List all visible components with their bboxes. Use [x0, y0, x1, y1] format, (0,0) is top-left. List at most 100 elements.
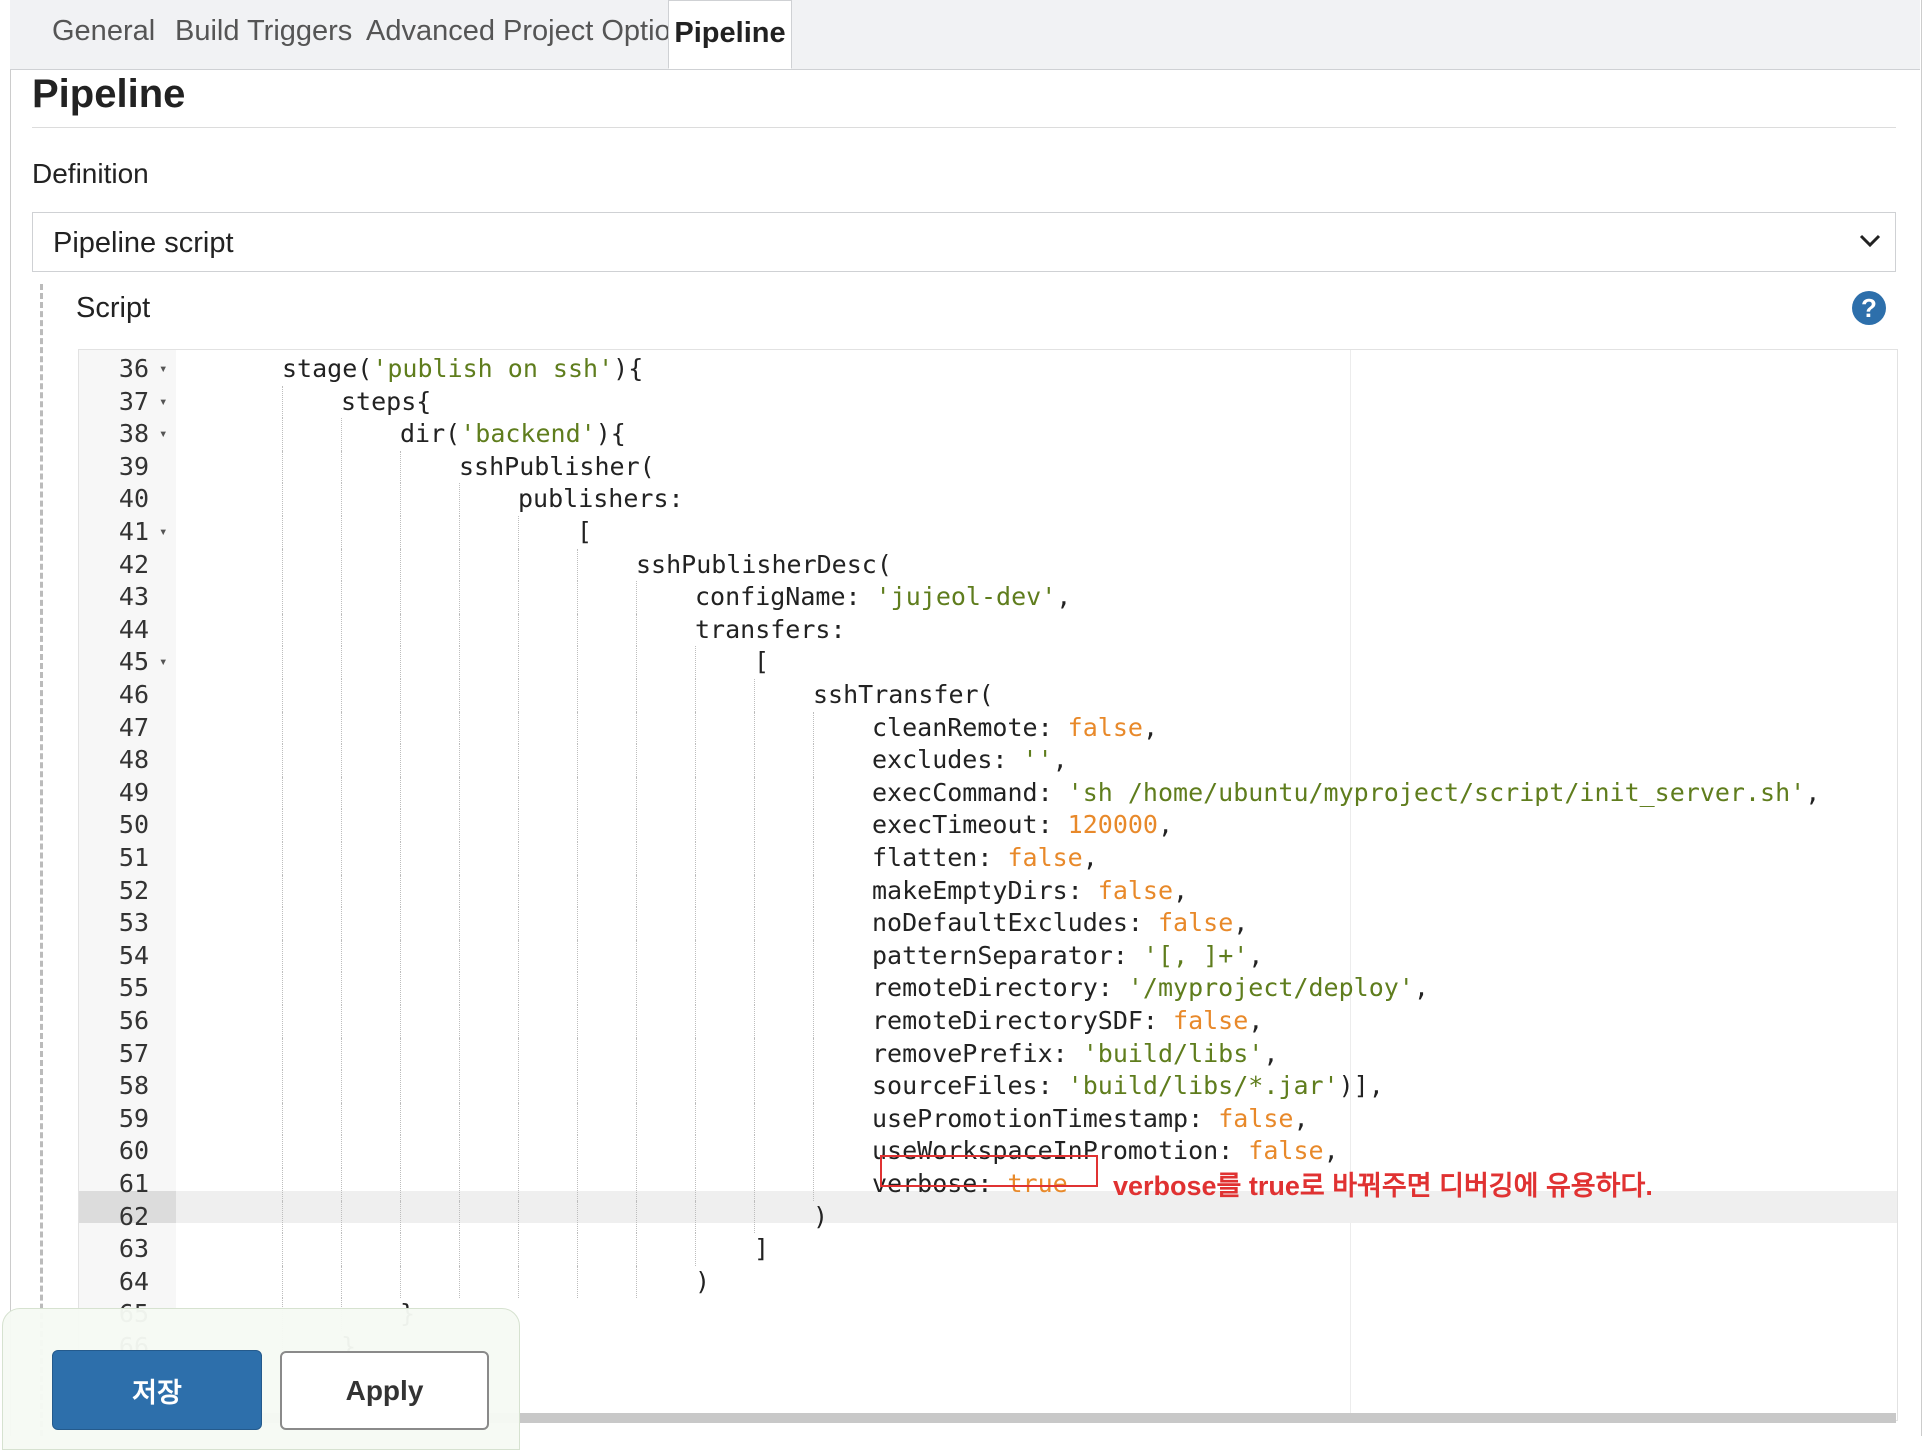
code-line[interactable]: 40 publishers:: [79, 483, 1897, 516]
indent-guide: [695, 1233, 696, 1266]
code-token: transfers:: [695, 614, 846, 644]
line-number: 52: [118, 875, 149, 905]
fold-arrow-icon[interactable]: ▾: [159, 524, 168, 540]
indent-guide: [813, 1168, 814, 1201]
indent-guide: [577, 907, 578, 940]
line-text: sshPublisher(: [459, 451, 655, 483]
fold-arrow-icon[interactable]: ▾: [159, 393, 168, 410]
indent-guide: [341, 1168, 342, 1201]
indent-guide: [813, 744, 814, 777]
indent-guide: [518, 1135, 519, 1168]
code-line[interactable]: 41▾[: [79, 516, 1897, 549]
line-number: 39: [118, 451, 149, 481]
indent-guide: [695, 679, 696, 712]
code-token: ): [695, 1266, 711, 1296]
indent-guide: [636, 679, 637, 712]
indent-guide: [400, 450, 401, 484]
indent-guide: [282, 418, 283, 451]
indent-guide: [459, 1200, 460, 1234]
indent-guide: [400, 613, 401, 647]
code-line[interactable]: 64): [79, 1265, 1897, 1299]
active-line-gutter: [79, 1191, 176, 1223]
indent-guide: [577, 1233, 578, 1266]
code-line[interactable]: 38▾dir('backend'){: [79, 418, 1897, 451]
fold-arrow-icon[interactable]: ▾: [159, 361, 168, 377]
question-mark-icon[interactable]: ?: [1852, 291, 1886, 325]
code-line[interactable]: 37▾steps{: [79, 385, 1897, 419]
indent-guide: [577, 939, 578, 973]
definition-select-value: Pipeline script: [53, 227, 234, 259]
indent-guide: [400, 874, 401, 908]
code-line[interactable]: 62): [79, 1200, 1897, 1234]
code-token: ,: [1248, 1006, 1264, 1035]
indent-guide: [636, 1168, 637, 1201]
indent-guide: [459, 1168, 460, 1201]
indent-guide: [813, 711, 814, 745]
indent-guide: [282, 516, 283, 549]
code-token: publishers:: [518, 484, 684, 514]
indent-guide: [459, 548, 460, 582]
indent-guide: [341, 1265, 342, 1299]
indent-guide: [695, 874, 696, 908]
indent-guide: [577, 613, 578, 647]
annotation-text: verbose를 true로 바꿔주면 디버깅에 유용하다.: [1113, 1171, 1653, 1201]
tab-pipeline[interactable]: Pipeline: [668, 0, 792, 69]
code-line[interactable]: 39 sshPublisher(: [79, 450, 1897, 484]
horizontal-scrollbar[interactable]: [78, 1413, 1896, 1423]
script-editor[interactable]: 36▾stage('publish on ssh'){37▾steps{38▾d…: [78, 349, 1898, 1421]
line-text: ): [813, 1201, 828, 1233]
code-line[interactable]: 63]: [79, 1233, 1897, 1266]
code-line[interactable]: 36▾stage('publish on ssh'){: [79, 353, 1897, 385]
indent-guide: [282, 1102, 283, 1136]
tab-advanced-project-options[interactable]: Advanced Project Options: [366, 15, 702, 47]
code-token: stage(: [282, 354, 373, 383]
indent-guide: [518, 711, 519, 745]
tab-general[interactable]: General: [52, 15, 156, 47]
line-number: 38: [118, 419, 149, 449]
line-text: noDefaultExcludes: false,: [872, 907, 1248, 939]
definition-select[interactable]: Pipeline script: [32, 212, 1896, 272]
indent-guide: [577, 1168, 578, 1201]
indent-guide: [518, 907, 519, 940]
line-number: 54: [118, 940, 149, 970]
indent-guide: [577, 1005, 578, 1038]
indent-guide: [459, 809, 460, 842]
code-line[interactable]: 45▾[: [79, 646, 1897, 679]
apply-button[interactable]: Apply: [280, 1351, 489, 1430]
active-line-highlight: [79, 1191, 1897, 1223]
line-number: 40: [118, 484, 149, 514]
indent-guide: [282, 1135, 283, 1168]
indent-guide: [577, 679, 578, 712]
indent-guide: [518, 646, 519, 679]
indent-guide: [341, 972, 342, 1005]
indent-guide: [459, 776, 460, 810]
string-token: 'backend': [460, 419, 596, 449]
indent-guide: [813, 1102, 814, 1136]
tab-build-triggers[interactable]: Build Triggers: [175, 15, 353, 47]
indent-guide: [518, 809, 519, 842]
editor-gutter: [79, 350, 176, 1420]
fold-arrow-icon[interactable]: ▾: [159, 654, 168, 671]
indent-guide: [341, 1005, 342, 1038]
fold-arrow-icon[interactable]: ▾: [159, 426, 168, 443]
save-button[interactable]: 저장: [52, 1350, 262, 1430]
